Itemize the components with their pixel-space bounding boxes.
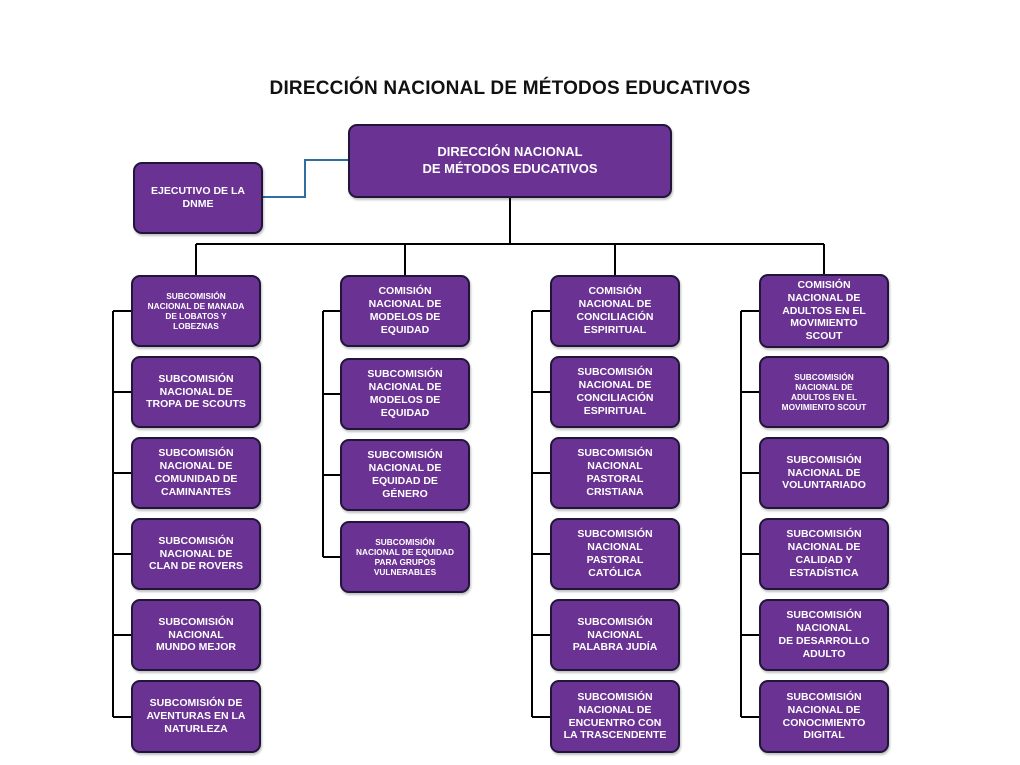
column-3-sub-node: SUBCOMISIÓN NACIONAL PALABRA JUDÍA	[550, 599, 680, 671]
column-2-sub-node: SUBCOMISIÓN NACIONAL DE MODELOS DE EQUID…	[340, 358, 470, 430]
column-3-sub-node: SUBCOMISIÓN NACIONAL PASTORAL CRISTIANA	[550, 437, 680, 509]
executive-node: EJECUTIVO DE LA DNME	[133, 162, 263, 234]
column-4-sub-node: SUBCOMISIÓN NACIONAL DE VOLUNTARIADO	[759, 437, 889, 509]
column-3-sub-node: SUBCOMISIÓN NACIONAL DE ENCUENTRO CON LA…	[550, 680, 680, 753]
root-node: DIRECCIÓN NACIONAL DE MÉTODOS EDUCATIVOS	[348, 124, 672, 198]
page-title: DIRECCIÓN NACIONAL DE MÉTODOS EDUCATIVOS	[269, 78, 751, 99]
column-4-sub-node: SUBCOMISIÓN NACIONAL DE ADULTOS EN EL MO…	[759, 356, 889, 428]
column-4-sub-node: SUBCOMISIÓN NACIONAL DE DESARROLLO ADULT…	[759, 599, 889, 671]
column-1-sub-node: SUBCOMISIÓN NACIONAL DE COMUNIDAD DE CAM…	[131, 437, 261, 509]
column-2-head-node: COMISIÓN NACIONAL DE MODELOS DE EQUIDAD	[340, 275, 470, 347]
column-3-sub-node: SUBCOMISIÓN NACIONAL PASTORAL CATÓLICA	[550, 518, 680, 590]
column-4-sub-node: SUBCOMISIÓN NACIONAL DE CONOCIMIENTO DIG…	[759, 680, 889, 753]
column-2-sub-node: SUBCOMISIÓN NACIONAL DE EQUIDAD DE GÉNER…	[340, 439, 470, 511]
column-1-sub-node: SUBCOMISIÓN NACIONAL DE TROPA DE SCOUTS	[131, 356, 261, 428]
column-1-sub-node: SUBCOMISIÓN NACIONAL DE CLAN DE ROVERS	[131, 518, 261, 590]
column-1-head-node: SUBCOMISIÓN NACIONAL DE MANADA DE LOBATO…	[131, 275, 261, 347]
executive-connector	[263, 159, 348, 198]
column-4-head-node: COMISIÓN NACIONAL DE ADULTOS EN EL MOVIM…	[759, 274, 889, 348]
column-1-sub-node: SUBCOMISIÓN DE AVENTURAS EN LA NATURLEZA	[131, 680, 261, 753]
column-3-head-node: COMISIÓN NACIONAL DE CONCILIACIÓN ESPIRI…	[550, 275, 680, 347]
column-1-sub-node: SUBCOMISIÓN NACIONAL MUNDO MEJOR	[131, 599, 261, 671]
column-3-sub-node: SUBCOMISIÓN NACIONAL DE CONCILIACIÓN ESP…	[550, 356, 680, 428]
column-2-sub-node: SUBCOMISIÓN NACIONAL DE EQUIDAD PARA GRU…	[340, 521, 470, 593]
column-4-sub-node: SUBCOMISIÓN NACIONAL DE CALIDAD Y ESTADÍ…	[759, 518, 889, 590]
